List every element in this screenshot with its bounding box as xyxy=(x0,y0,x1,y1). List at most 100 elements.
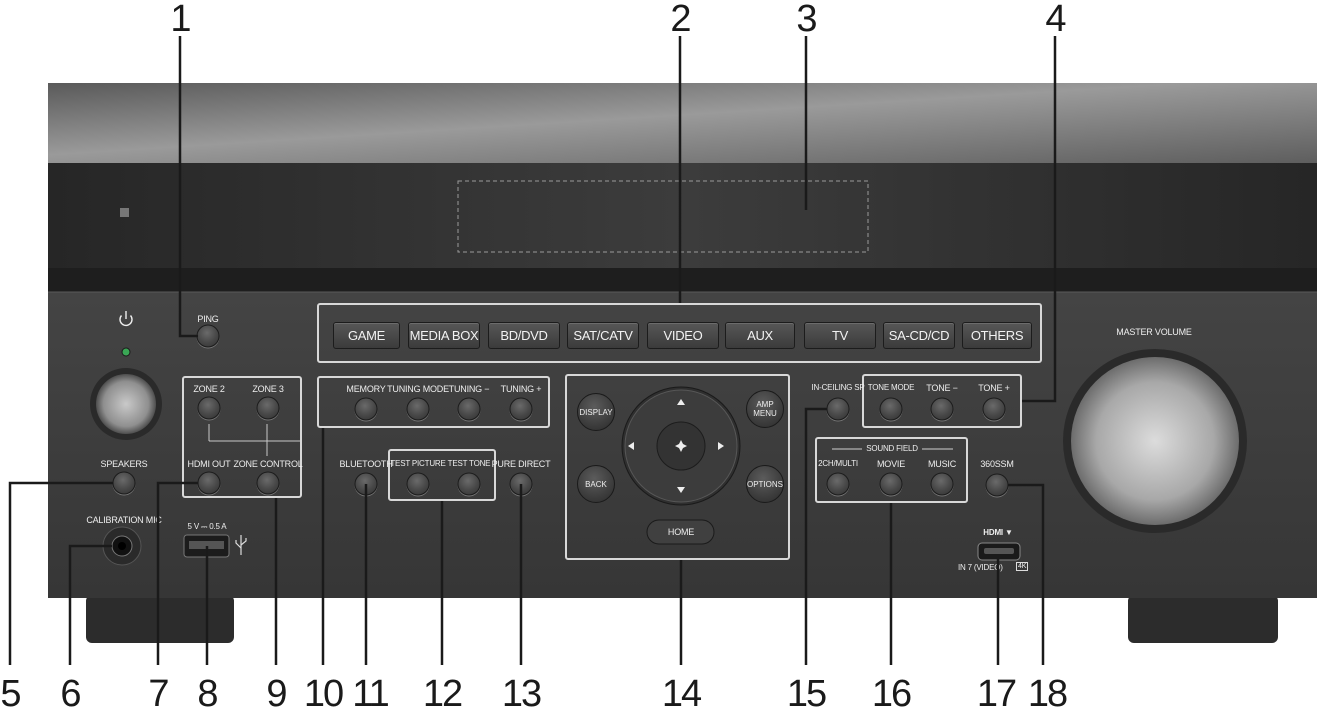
hdmi-label: HDMI ▼ xyxy=(983,528,1013,537)
test-picture-button[interactable] xyxy=(406,472,430,496)
tuning-plus-label: TUNING + xyxy=(500,384,542,394)
input-button-game[interactable]: GAME xyxy=(333,322,400,349)
callout-line-15 xyxy=(804,407,827,665)
tuning-mode-button[interactable] xyxy=(406,397,430,421)
callout-10: 10 xyxy=(303,673,344,715)
arrow-left-icon xyxy=(628,442,634,450)
highlight-tuning-buttons xyxy=(317,376,550,428)
display-button[interactable]: DISPLAY xyxy=(577,393,615,431)
memory-label: MEMORY xyxy=(346,384,386,394)
callout-8: 8 xyxy=(197,673,218,715)
callout-line-1 xyxy=(178,36,198,338)
zone2-button[interactable] xyxy=(197,396,221,420)
highlight-zone-buttons xyxy=(182,376,302,498)
input-button-sa-cd-cd[interactable]: SA-CD/CD xyxy=(883,322,955,349)
tone-mode-button[interactable] xyxy=(879,397,903,421)
tone-plus-button[interactable] xyxy=(982,397,1006,421)
movie-label: MOVIE xyxy=(876,459,906,469)
calibration-mic-label: CALIBRATION MIC xyxy=(86,515,162,525)
display-strip-lower xyxy=(48,268,1317,292)
2ch-multi-button[interactable] xyxy=(826,472,850,496)
enter-icon xyxy=(675,440,687,452)
input-button-bd-dvd[interactable]: BD/DVD xyxy=(488,322,560,349)
input-button-tv[interactable]: TV xyxy=(804,322,876,349)
ping-label: PING xyxy=(197,314,219,324)
usb-icon xyxy=(235,535,247,555)
hdmi-in-label: IN 7 (VIDEO) xyxy=(958,563,1003,572)
bluetooth-label: BLUETOOTH xyxy=(339,459,393,469)
power-icon xyxy=(119,311,133,327)
tone-minus-label: TONE − xyxy=(926,383,958,393)
callout-9: 9 xyxy=(266,673,287,715)
zone3-button[interactable] xyxy=(256,396,280,420)
arrow-right-icon xyxy=(718,442,724,450)
callout-line-18 xyxy=(1008,483,1045,665)
amp-menu-button[interactable]: AMP MENU xyxy=(746,390,784,428)
callout-13: 13 xyxy=(501,673,542,715)
callout-line-6 xyxy=(68,544,112,665)
amp-menu-label-2: MENU xyxy=(753,409,777,418)
amp-menu-label-1: AMP xyxy=(756,400,774,409)
zone3-label: ZONE 3 xyxy=(252,384,284,394)
in-ceiling-sp-label: IN-CEILING SP xyxy=(811,383,865,392)
remote-sensor xyxy=(120,208,129,217)
input-button-sat-catv[interactable]: SAT/CATV xyxy=(567,322,639,349)
arrow-up-icon xyxy=(677,399,685,405)
foot-left xyxy=(86,595,234,643)
callout-line-7 xyxy=(156,481,198,665)
input-button-video[interactable]: VIDEO xyxy=(647,322,719,349)
options-button[interactable]: OPTIONS xyxy=(746,465,784,503)
test-picture-label: TEST PICTURE xyxy=(390,459,446,468)
back-label: BACK xyxy=(585,479,607,489)
callout-17: 17 xyxy=(976,673,1017,715)
callout-7: 7 xyxy=(148,673,169,715)
zone2-label: ZONE 2 xyxy=(193,384,225,394)
callout-11: 11 xyxy=(352,673,389,715)
tuning-minus-button[interactable] xyxy=(457,397,481,421)
callout-16: 16 xyxy=(871,673,912,715)
usb-rating-label: 5 V ⎓ 0.5 A xyxy=(187,522,227,531)
callout-2: 2 xyxy=(670,0,691,40)
tuning-mode-label: TUNING MODE xyxy=(387,384,449,394)
highlight-sound-field xyxy=(815,437,968,503)
movie-button[interactable] xyxy=(879,472,903,496)
options-label: OPTIONS xyxy=(747,479,784,489)
back-button[interactable]: BACK xyxy=(577,465,615,503)
tone-mode-label: TONE MODE xyxy=(867,383,915,392)
zone-control-label: ZONE CONTROL xyxy=(233,459,303,469)
highlight-navigation xyxy=(565,374,790,560)
input-button-media-box[interactable]: MEDIA BOX xyxy=(408,322,480,349)
pure-direct-label: PURE DIRECT xyxy=(491,459,551,469)
test-tone-label: TEST TONE xyxy=(447,459,491,468)
callout-5: 5 xyxy=(0,673,21,715)
display-label: DISPLAY xyxy=(579,407,613,417)
memory-button[interactable] xyxy=(354,397,378,421)
callout-6: 6 xyxy=(60,673,81,715)
input-button-others[interactable]: OTHERS xyxy=(962,322,1032,349)
highlight-tone-buttons xyxy=(862,374,1022,428)
tone-minus-button[interactable] xyxy=(930,397,954,421)
callout-15: 15 xyxy=(786,673,827,715)
tuning-plus-button[interactable] xyxy=(509,397,533,421)
tone-plus-label: TONE + xyxy=(978,383,1010,393)
top-cover xyxy=(48,83,1317,163)
callout-18: 18 xyxy=(1027,673,1068,715)
master-volume-label: MASTER VOLUME xyxy=(1116,327,1192,337)
display-window xyxy=(457,180,869,253)
4k-badge: 4K xyxy=(1016,562,1029,571)
callout-1: 1 xyxy=(170,0,191,40)
tuning-minus-label: TUNING − xyxy=(448,384,490,394)
callout-3: 3 xyxy=(796,0,817,40)
zone-bracket xyxy=(208,424,300,456)
input-button-aux[interactable]: AUX xyxy=(725,322,795,349)
home-button[interactable] xyxy=(646,519,715,545)
home-label: HOME xyxy=(667,527,695,537)
test-tone-button[interactable] xyxy=(457,472,481,496)
sound-field-label: SOUND FIELD xyxy=(866,444,918,453)
highlight-input-buttons xyxy=(317,303,1042,363)
zone-control-button[interactable] xyxy=(256,471,280,495)
2ch-multi-label: 2CH/MULTI xyxy=(818,459,858,468)
music-button[interactable] xyxy=(930,472,954,496)
